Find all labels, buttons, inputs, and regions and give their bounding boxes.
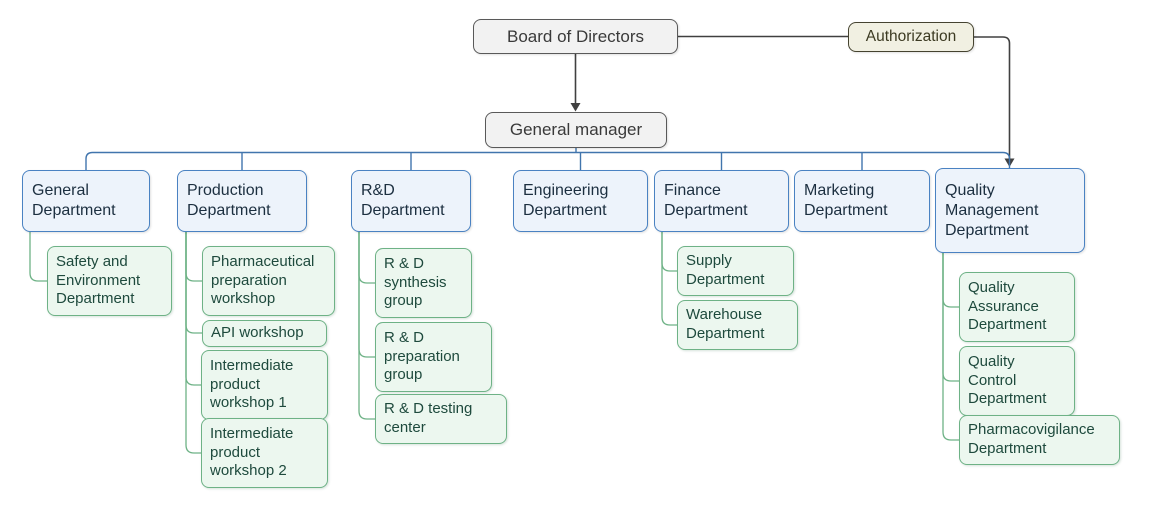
connector-rnd-preparation [358,232,375,358]
node-general-department[interactable]: General Department [22,170,150,232]
connector-rnd-testing [358,232,375,420]
node-intermediate-product-workshop-2[interactable]: Intermediate product workshop 2 [201,418,328,488]
node-rnd-synthesis-group[interactable]: R & D synthesis group [375,248,472,318]
node-api-workshop[interactable]: API workshop [202,320,327,347]
node-supply-department[interactable]: Supply Department [677,246,794,296]
node-engineering-department[interactable]: Engineering Department [513,170,648,232]
node-safety-and-environment-department[interactable]: Safety and Environment Department [47,246,172,316]
connector-production-api [185,232,202,334]
node-marketing-department[interactable]: Marketing Department [794,170,930,232]
node-general-manager[interactable]: General manager [485,112,667,148]
connector-quality-pharmacovigilance [942,253,959,441]
connector-production-int1 [185,232,201,386]
connector-production-int2 [185,232,201,454]
connector-rnd-synthesis [358,232,375,284]
node-authorization[interactable]: Authorization [848,22,974,52]
node-quality-control-department[interactable]: Quality Control Department [959,346,1075,416]
node-rnd-testing-center[interactable]: R & D testing center [375,394,507,444]
connector-general-safety [29,232,47,282]
connector-production-pharma [185,232,202,282]
node-pharmaceutical-preparation-workshop[interactable]: Pharmaceutical preparation workshop [202,246,335,316]
connector-quality-qa [942,253,959,308]
node-warehouse-department[interactable]: Warehouse Department [677,300,798,350]
node-quality-assurance-department[interactable]: Quality Assurance Department [959,272,1075,342]
arrowhead-quality [1004,158,1015,167]
connector-finance-warehouse [661,232,677,326]
node-finance-department[interactable]: Finance Department [654,170,789,232]
node-quality-management-department[interactable]: Quality Management Department [935,168,1085,253]
node-rnd-department[interactable]: R&D Department [351,170,471,232]
department-tree-connectors [85,148,1011,170]
node-board-of-directors[interactable]: Board of Directors [473,19,678,54]
node-intermediate-product-workshop-1[interactable]: Intermediate product workshop 1 [201,350,328,420]
connector-authorization-to-quality [973,36,1011,159]
arrowhead-gm [570,103,581,112]
connector-department-rail [85,151,1011,170]
node-rnd-preparation-group[interactable]: R & D preparation group [375,322,492,392]
node-pharmacovigilance-department[interactable]: Pharmacovigilance Department [959,415,1120,465]
node-production-department[interactable]: Production Department [177,170,307,232]
connector-finance-supply [661,232,677,272]
connector-quality-qc [942,253,959,382]
